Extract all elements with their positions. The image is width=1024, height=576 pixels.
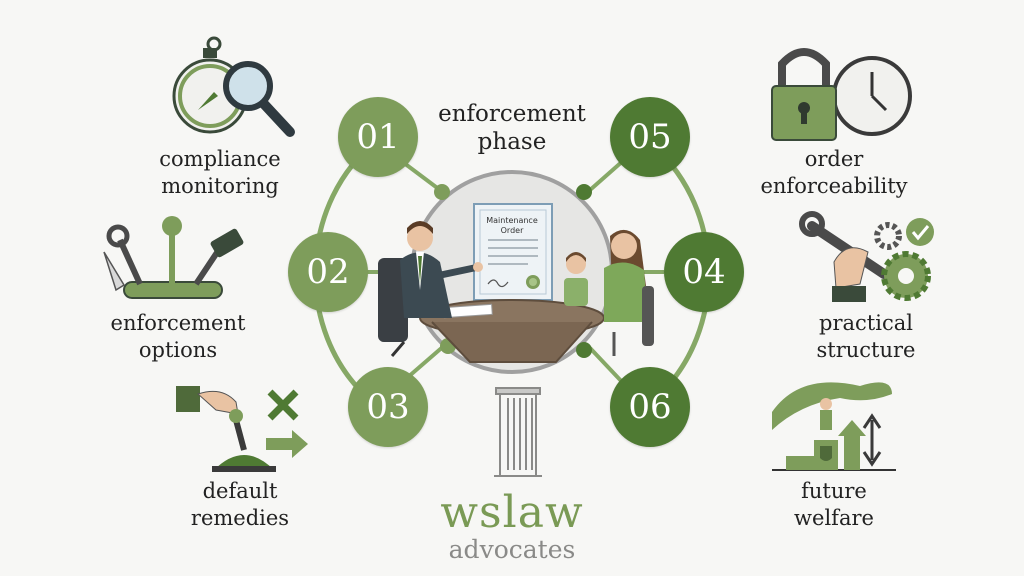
lever-switch-icon	[176, 386, 308, 472]
step-label-01-line2: monitoring	[161, 174, 279, 198]
lawyer-figure	[378, 221, 483, 357]
connector-dots	[434, 184, 592, 358]
step-number-01: 01	[338, 97, 418, 177]
wrench-gears-icon	[799, 211, 934, 302]
step-label-06-line2: welfare	[794, 506, 874, 530]
document-title-line1: Maintenance	[486, 216, 538, 225]
phase-title-line1: enforcement	[438, 101, 586, 127]
step-number-05: 05	[610, 97, 690, 177]
step-label-02-line2: options	[138, 338, 218, 362]
phase-title-line2: phase	[477, 129, 547, 155]
phase-title: enforcement phase	[420, 100, 604, 156]
step-number-06: 06	[610, 367, 690, 447]
padlock-clock-icon	[771, 48, 912, 141]
step-label-05-line2: enforceability	[760, 174, 908, 198]
step-label-04-line2: structure	[816, 338, 916, 362]
step-label-04: practical structure	[776, 310, 956, 364]
multi-tool-icon	[103, 216, 244, 299]
step-label-03-line2: remedies	[190, 506, 290, 530]
step-label-05: order enforceability	[744, 146, 924, 200]
document-title-line2: Order	[500, 226, 524, 235]
step-label-02: enforcement options	[88, 310, 268, 364]
step-label-02-line1: enforcement	[110, 311, 246, 335]
step-number-02: 02	[288, 232, 368, 312]
tree-growth-icon	[772, 382, 896, 471]
child-figure	[564, 252, 588, 306]
step-label-06: future welfare	[744, 478, 924, 532]
step-number-04: 04	[664, 232, 744, 312]
brand-subtitle: advocates	[448, 535, 576, 564]
step-label-03-line1: default	[202, 479, 278, 503]
step-label-03: default remedies	[150, 478, 330, 532]
building-logo-icon	[494, 387, 542, 477]
step-label-01-line1: compliance	[159, 147, 281, 171]
step-label-04-line1: practical	[819, 311, 913, 335]
document-title: Maintenance Order	[478, 216, 546, 236]
step-label-06-line1: future	[801, 479, 867, 503]
mother-figure	[604, 229, 654, 356]
step-label-05-line1: order	[804, 147, 864, 171]
meeting-table	[419, 299, 605, 363]
step-label-01: compliance monitoring	[130, 146, 310, 200]
brand-name: wslaw	[440, 487, 584, 538]
step-number-03: 03	[348, 367, 428, 447]
stopwatch-magnifier-icon	[172, 36, 295, 137]
